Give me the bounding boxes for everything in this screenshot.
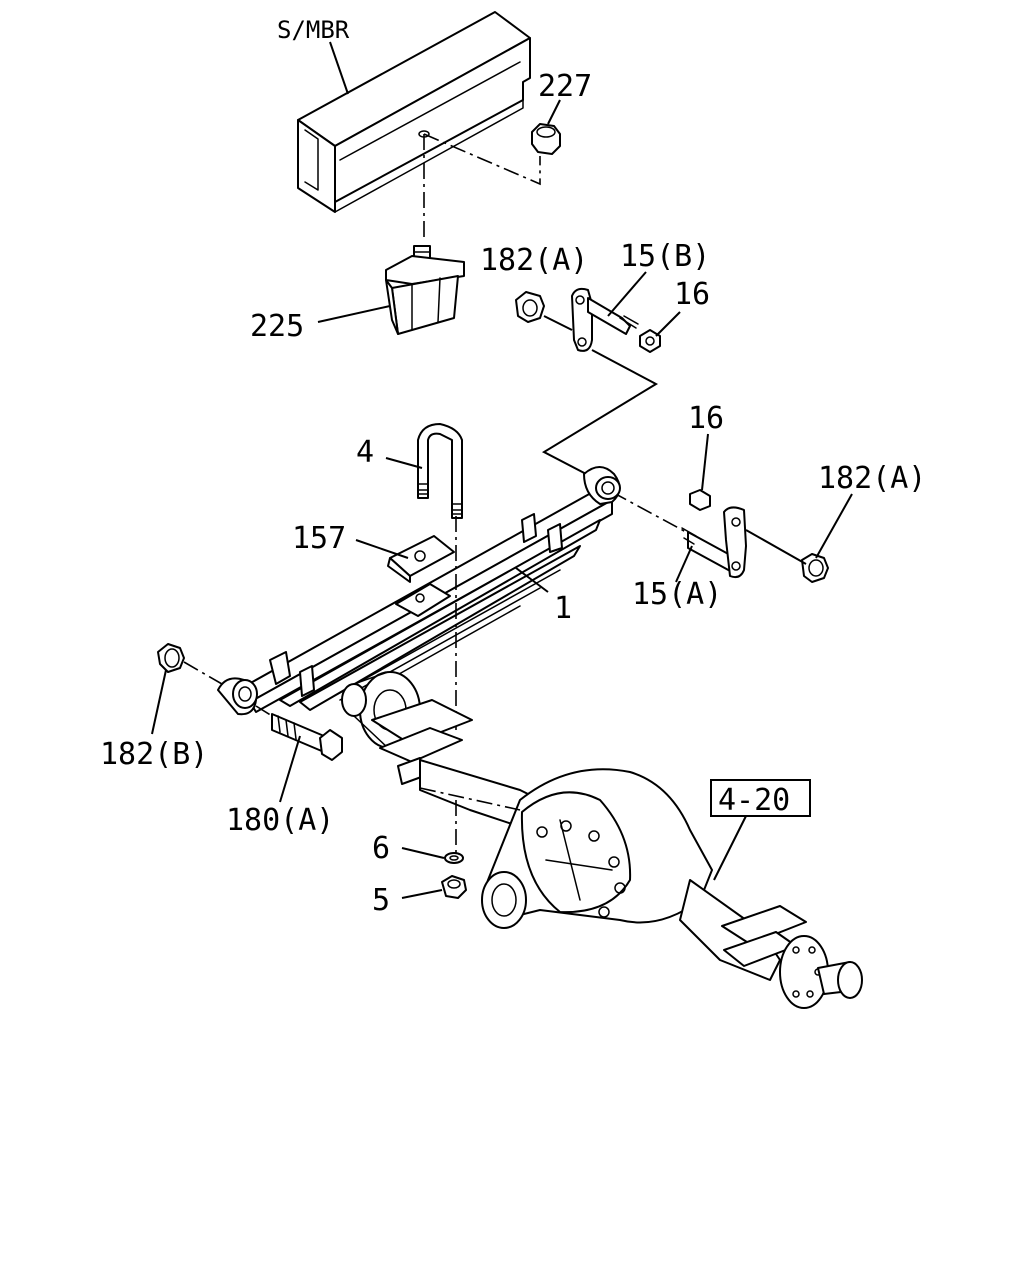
nut-227-icon [531, 123, 561, 155]
label-5: 5 [372, 883, 390, 918]
label-16-top: 16 [674, 277, 710, 312]
label-smbr: S/MBR [277, 16, 350, 44]
leaf-spring-icon [217, 466, 621, 716]
bump-stopper-icon [385, 245, 465, 335]
label-182a-top: 182(A) [480, 243, 588, 278]
label-182a-right: 182(A) [818, 461, 926, 496]
shackle-right-icon [681, 489, 747, 579]
frame-rail-icon [297, 11, 531, 213]
label-225: 225 [250, 309, 304, 344]
nut-182b-icon [157, 643, 185, 673]
label-15a: 15(A) [632, 577, 722, 612]
shackle-top-icon [571, 287, 661, 353]
u-bolt-icon [417, 423, 463, 519]
bolt-icon [271, 713, 343, 761]
washer-icon [444, 852, 464, 864]
nut-182a-right-icon [801, 553, 829, 583]
label-15b: 15(B) [620, 239, 710, 274]
label-227: 227 [538, 69, 592, 104]
nut-182a-top-icon [515, 291, 545, 323]
spring-seat-icon [387, 535, 455, 583]
ref-box-4-20 [710, 779, 811, 817]
axle-housing-icon [341, 671, 863, 1009]
label-6: 6 [372, 831, 390, 866]
label-16-right: 16 [688, 401, 724, 436]
label-ref-4-20: 4-20 [718, 783, 790, 818]
label-182b: 182(B) [100, 737, 208, 772]
label-4: 4 [356, 435, 374, 470]
label-180a: 180(A) [226, 803, 334, 838]
label-157: 157 [292, 521, 346, 556]
label-1: 1 [554, 591, 572, 626]
nut-5-icon [441, 875, 467, 899]
